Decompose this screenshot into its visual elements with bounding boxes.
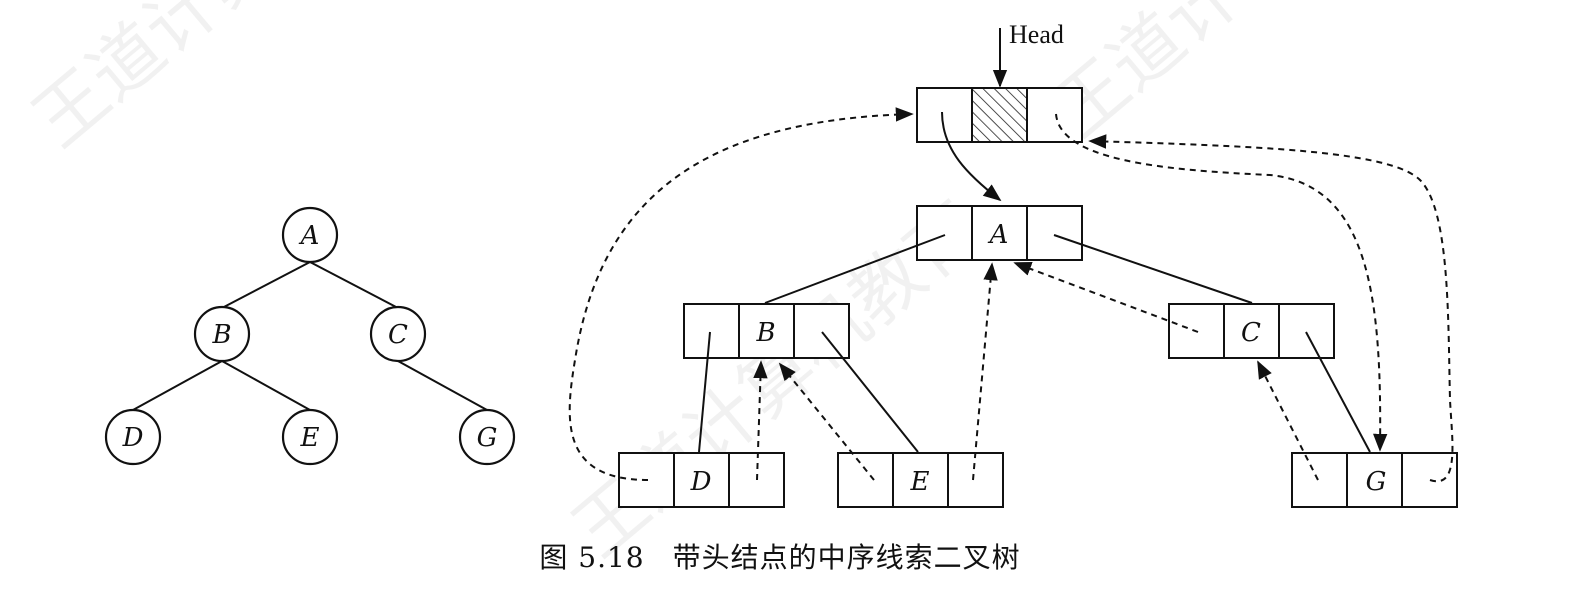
head-node bbox=[916, 87, 1083, 143]
threaded-node-d-label: D bbox=[690, 467, 712, 497]
tree-node-e-label: E bbox=[300, 423, 320, 453]
tree-node-g: G bbox=[458, 408, 516, 466]
thread-e-left-to-b bbox=[778, 362, 875, 481]
pointer-b-right-to-e bbox=[821, 331, 919, 453]
threaded-node-a bbox=[916, 205, 1083, 261]
pointer-c-right-to-g bbox=[1305, 331, 1371, 453]
pointer-b-left-to-d bbox=[698, 331, 711, 453]
thread-head-right-to-g bbox=[1055, 113, 1388, 452]
edge-b-d bbox=[132, 360, 223, 411]
binary-tree bbox=[132, 261, 488, 411]
tree-node-a: A bbox=[281, 206, 339, 264]
thread-g-right-to-head bbox=[1088, 134, 1454, 483]
tree-node-b-label: B bbox=[211, 320, 231, 350]
thread-g-left-to-c bbox=[1257, 360, 1319, 481]
tree-node-c: C bbox=[369, 305, 427, 363]
figure-number: 图 5.18 bbox=[539, 541, 645, 574]
threaded-node-e-label: E bbox=[910, 467, 930, 497]
edge-c-g bbox=[397, 360, 488, 411]
edge-b-e bbox=[221, 360, 311, 411]
watermark-text-1: 王道计算机教育 bbox=[17, 0, 457, 163]
tree-node-c-label: C bbox=[388, 320, 408, 350]
figure-caption: 图 5.18 带头结点的中序线索二叉树 bbox=[0, 536, 1560, 576]
tree-node-g-label: G bbox=[477, 423, 498, 453]
tree-node-d-label: D bbox=[122, 423, 144, 453]
tree-node-b: B bbox=[193, 305, 251, 363]
pointer-head-to-a bbox=[941, 111, 1002, 202]
threaded-node-e bbox=[837, 452, 1004, 508]
threaded-node-c-label: C bbox=[1241, 318, 1261, 348]
threaded-node-a-label: A bbox=[988, 220, 1009, 250]
pointer-a-left-to-b bbox=[764, 234, 946, 304]
threaded-node-b-label: B bbox=[755, 318, 775, 348]
tree-node-a-label: A bbox=[299, 221, 320, 251]
head-label: Head bbox=[1009, 20, 1064, 49]
tree-node-d: D bbox=[104, 408, 162, 466]
tree-node-e: E bbox=[281, 408, 339, 466]
pointer-a-right-to-c bbox=[1053, 234, 1253, 304]
child-pointers bbox=[698, 111, 1371, 453]
figure-title: 带头结点的中序线索二叉树 bbox=[672, 541, 1021, 574]
threaded-node-g bbox=[1291, 452, 1458, 508]
thread-e-right-to-a bbox=[972, 262, 998, 481]
watermark-text-3: 王道计算机教育 bbox=[1037, 0, 1477, 153]
threaded-node-b bbox=[683, 303, 850, 359]
thread-pointers bbox=[568, 107, 1454, 483]
thread-d-right-to-b bbox=[753, 360, 768, 481]
thread-d-left-to-head bbox=[568, 107, 914, 481]
edge-a-b bbox=[221, 261, 311, 309]
head-pointer: Head bbox=[992, 20, 1064, 88]
edge-a-c bbox=[309, 261, 399, 309]
threaded-node-g-label: G bbox=[1366, 467, 1387, 497]
